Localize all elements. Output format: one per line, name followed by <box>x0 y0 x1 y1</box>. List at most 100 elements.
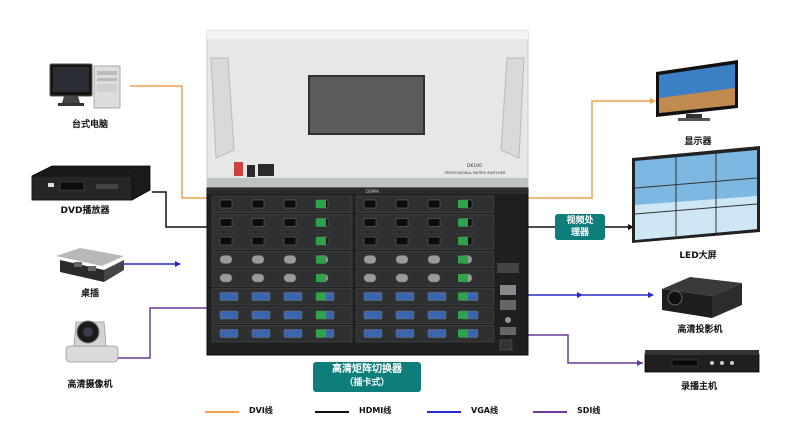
matrix-port <box>251 255 265 264</box>
matrix-terminal <box>316 218 326 227</box>
matrix-card-slot <box>211 195 353 213</box>
matrix-terminal <box>316 255 326 264</box>
matrix-port <box>395 310 415 320</box>
desktop-computer-icon <box>49 63 121 109</box>
dvi-line-monitor <box>520 100 650 199</box>
video-processor-line2: 理器 <box>570 228 589 238</box>
matrix-port <box>219 199 233 209</box>
matrix-port <box>427 255 441 264</box>
arrow-socket <box>175 261 181 267</box>
label-led-wall: LED大屏 <box>679 251 717 261</box>
label-monitor: 显示器 <box>684 137 712 147</box>
legend: DVI线 HDMI线 VGA线 SDI线 <box>205 405 635 419</box>
matrix-port <box>395 236 409 246</box>
matrix-port <box>427 273 441 283</box>
matrix-model: DK100 <box>467 163 482 169</box>
matrix-port <box>395 273 409 283</box>
matrix-port <box>427 310 447 320</box>
matrix-port <box>251 310 271 320</box>
legend-label-sdi: SDI线 <box>577 406 601 415</box>
recorder-icon <box>644 350 760 373</box>
matrix-port <box>283 199 297 209</box>
matrix-terminal <box>316 292 326 301</box>
matrix-terminal <box>316 200 326 208</box>
matrix-port <box>219 236 233 246</box>
matrix-port <box>395 329 415 338</box>
matrix-port <box>283 218 297 227</box>
dvi-line-desktop <box>130 85 210 199</box>
matrix-card-slot <box>355 232 495 250</box>
matrix-port <box>427 292 447 301</box>
matrix-port <box>363 199 377 209</box>
matrix-terminal <box>316 237 326 245</box>
matrix-port <box>363 292 383 301</box>
matrix-port <box>427 218 441 227</box>
hd-camera-icon <box>65 320 119 363</box>
matrix-port <box>427 199 441 209</box>
matrix-port <box>363 255 377 264</box>
matrix-label-line2: （插卡式） <box>344 378 390 388</box>
matrix-subtitle: PROFESSIONAL MATRIX SWITCHER <box>445 171 506 175</box>
label-desk-socket: 桌插 <box>80 289 99 299</box>
matrix-terminal <box>458 218 468 227</box>
label-desktop: 台式电脑 <box>71 120 108 130</box>
legend-label-hdmi: HDMI线 <box>359 406 392 415</box>
matrix-terminal <box>458 329 468 338</box>
legend-swatch-dvi <box>205 411 239 413</box>
video-processor-box: 视频处 理器 <box>555 214 605 240</box>
hdmi-line-dvd <box>152 191 210 228</box>
matrix-label-line1: 高清矩阵切换器 <box>332 364 402 375</box>
matrix-port <box>219 218 233 227</box>
matrix-port <box>219 273 233 283</box>
legend-swatch-sdi <box>533 411 567 413</box>
matrix-card-slot <box>355 269 495 287</box>
matrix-port <box>251 199 265 209</box>
label-recorder: 录播主机 <box>680 382 717 392</box>
matrix-chassis: DSPPA <box>206 187 529 356</box>
matrix-port <box>283 273 297 283</box>
arrow-recorder <box>637 360 643 366</box>
matrix-port <box>395 218 409 227</box>
matrix-terminal <box>458 237 468 245</box>
matrix-label-box: 高清矩阵切换器 （插卡式） <box>313 362 421 392</box>
matrix-port <box>363 273 377 283</box>
matrix-port <box>219 310 239 320</box>
matrix-port <box>251 292 271 301</box>
sdi-line-camera <box>118 307 210 359</box>
legend-label-dvi: DVI线 <box>249 406 273 415</box>
desk-socket-icon <box>56 248 124 282</box>
matrix-terminal <box>458 311 468 319</box>
monitor-icon <box>656 60 738 121</box>
matrix-top-unit <box>206 30 529 189</box>
projector-icon <box>662 277 742 318</box>
matrix-port <box>219 255 233 264</box>
arrow-projector <box>648 292 654 298</box>
legend-label-vga: VGA线 <box>471 406 498 415</box>
matrix-port <box>363 236 377 246</box>
arrow-led <box>628 224 634 230</box>
matrix-card-slot <box>355 195 495 213</box>
arrow-projector-in <box>577 292 583 298</box>
matrix-port <box>283 310 303 320</box>
matrix-terminal <box>458 274 468 282</box>
matrix-port <box>363 218 377 227</box>
label-dvd: DVD播放器 <box>60 206 110 216</box>
matrix-port <box>219 292 239 301</box>
matrix-card-slot <box>211 232 353 250</box>
dvd-player-icon <box>31 165 151 201</box>
matrix-port <box>427 329 447 338</box>
matrix-terminal <box>316 329 326 338</box>
matrix-port <box>251 329 271 338</box>
sdi-line-recorder <box>520 334 643 364</box>
arrow-monitor <box>650 98 656 104</box>
matrix-port <box>283 329 303 338</box>
led-wall-icon <box>632 146 760 243</box>
matrix-port <box>395 199 409 209</box>
matrix-port <box>219 329 239 338</box>
matrix-port <box>251 273 265 283</box>
matrix-port <box>283 292 303 301</box>
matrix-terminal <box>458 292 468 301</box>
matrix-port <box>251 218 265 227</box>
